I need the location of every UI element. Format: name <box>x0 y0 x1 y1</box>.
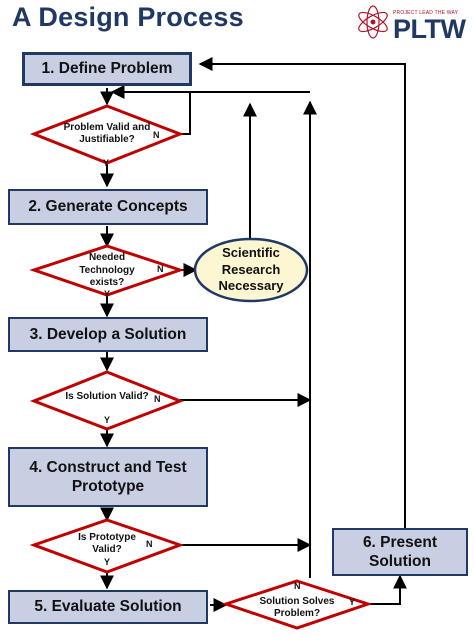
step-6-present-solution: 6. Present Solution <box>332 528 468 576</box>
decision-diamond-2 <box>29 244 185 297</box>
step-3-develop-solution: 3. Develop a Solution <box>8 317 208 352</box>
page-title: A Design Process <box>12 2 244 32</box>
decision-5-no: N <box>294 581 301 591</box>
pltw-logo: PROJECT LEAD THE WAY PLTW <box>355 2 470 44</box>
decision-3-no: N <box>154 394 161 404</box>
research-label: Scientific Research Necessary <box>218 244 284 294</box>
decision-4-label: Is Prototype Valid? <box>78 531 136 556</box>
decision-2-label: Needed Technology exists? <box>79 252 135 289</box>
decision-diamond-3 <box>29 370 185 431</box>
decision-1-label: Problem Valid and Justifiable? <box>63 121 151 146</box>
logo-name: PLTW <box>393 14 466 44</box>
decision-1-no: N <box>153 130 160 140</box>
decision-3-label: Is Solution Valid? <box>65 390 149 402</box>
step-5-evaluate-solution: 5. Evaluate Solution <box>8 590 208 624</box>
decision-4-yes: Y <box>104 557 111 567</box>
decision-diamond-5 <box>221 579 373 630</box>
step-2-generate-concepts: 2. Generate Concepts <box>8 189 208 225</box>
decision-1-yes: Y <box>103 158 110 168</box>
decision-2-no: N <box>157 264 164 274</box>
decision-3-yes: Y <box>104 415 111 425</box>
step-4-construct-test-prototype: 4. Construct and Test Prototype <box>8 447 208 507</box>
step-1-define-problem: 1. Define Problem <box>22 52 192 86</box>
decision-diamond-1 <box>29 104 185 165</box>
decision-5-yes: Y <box>349 597 356 607</box>
research-oval <box>193 237 309 303</box>
atom-icon <box>358 5 388 39</box>
decision-4-no: N <box>146 539 153 549</box>
decision-diamond-4 <box>29 518 185 574</box>
decision-5-label: Solution Solves Problem? <box>259 595 335 620</box>
logo-tagline: PROJECT LEAD THE WAY <box>393 10 459 16</box>
decision-2-yes: Y <box>104 289 111 299</box>
